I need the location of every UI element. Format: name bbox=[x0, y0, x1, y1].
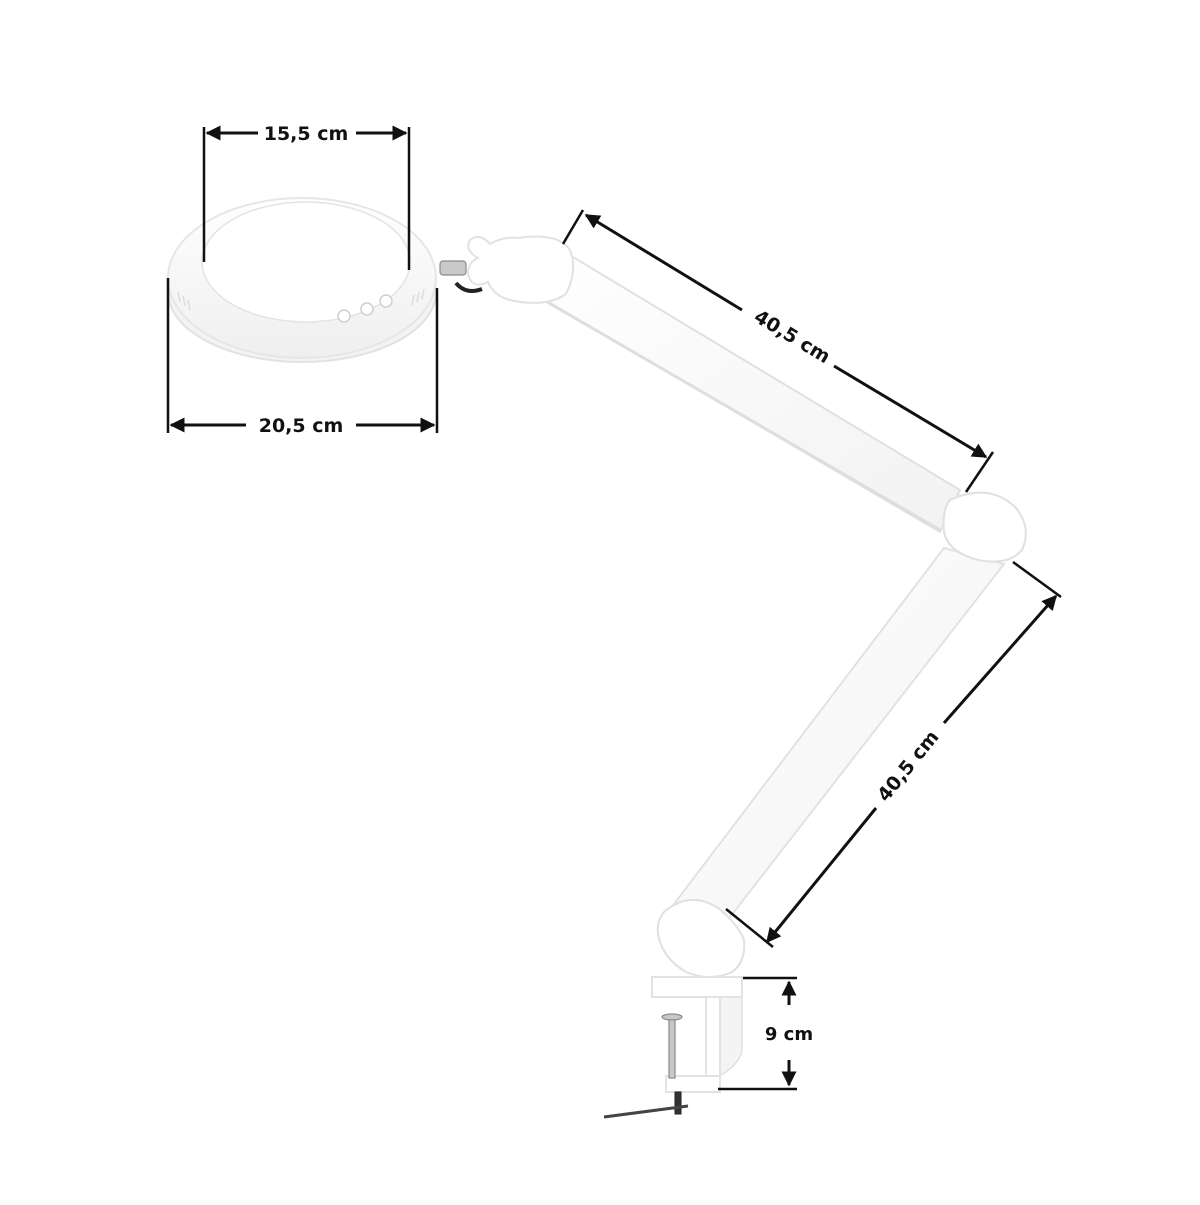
lower-arm bbox=[656, 491, 1027, 978]
dimension-head-diameter: 20,5 cm bbox=[166, 278, 439, 437]
clamp-top-plate bbox=[651, 976, 743, 998]
dimension-label: 15,5 cm bbox=[264, 123, 349, 145]
clamp-bottom-plate bbox=[665, 1075, 721, 1093]
dimension-clamp-opening: 9 cm bbox=[718, 976, 813, 1091]
dimension-label: 40,5 cm bbox=[750, 306, 834, 368]
table-clamp bbox=[603, 976, 743, 1119]
elbow-joint bbox=[942, 491, 1027, 563]
upper-arm bbox=[466, 235, 962, 534]
dimension-label: 40,5 cm bbox=[873, 726, 943, 806]
mode-button[interactable] bbox=[379, 294, 393, 308]
dimension-lens-diameter: 15,5 cm bbox=[202, 123, 411, 270]
base-joint bbox=[656, 899, 746, 978]
power-button[interactable] bbox=[337, 309, 351, 323]
cable bbox=[454, 281, 483, 293]
clamp-handle bbox=[603, 1104, 689, 1119]
head-pivot bbox=[439, 260, 467, 276]
dimension-label: 9 cm bbox=[765, 1024, 813, 1045]
clamp-screw bbox=[668, 1015, 676, 1079]
brightness-button[interactable] bbox=[360, 302, 374, 316]
tilt-knob bbox=[466, 235, 575, 304]
magnifier-lens bbox=[201, 201, 411, 323]
dimension-label: 20,5 cm bbox=[259, 415, 344, 437]
vent-icon bbox=[177, 288, 425, 311]
dimension-upper-arm: 40,5 cm bbox=[561, 209, 995, 493]
lamp-head bbox=[167, 197, 483, 363]
